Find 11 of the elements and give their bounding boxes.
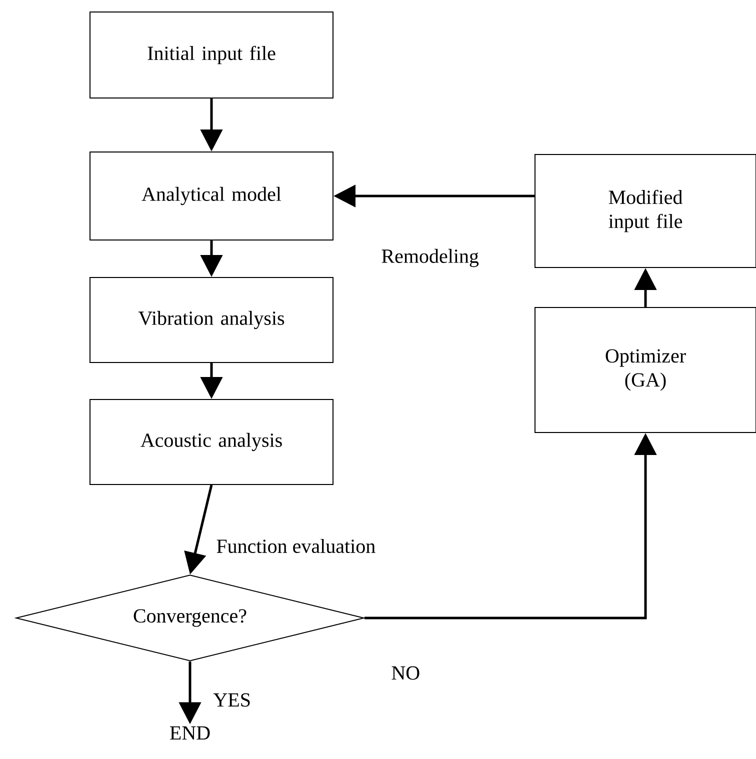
edge-label: Function evaluation xyxy=(215,538,377,554)
process-box: Vibration analysis xyxy=(90,277,334,363)
edge-label: NO xyxy=(390,665,422,681)
process-box: Analytical model xyxy=(90,152,334,240)
process-box: Acoustic analysis xyxy=(90,399,334,485)
process-box: Optimizer (GA) xyxy=(534,307,756,433)
process-box: Modified input file xyxy=(534,154,756,268)
edge-label: YES xyxy=(212,692,252,708)
process-box: Initial input file xyxy=(90,12,334,98)
edge-label: Remodeling xyxy=(380,248,480,268)
end-label: END xyxy=(170,726,210,740)
